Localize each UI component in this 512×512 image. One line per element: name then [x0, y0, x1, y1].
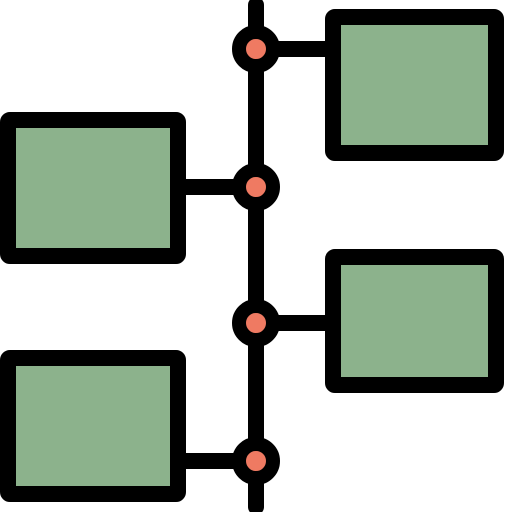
timeline-node-dot	[232, 25, 280, 73]
timeline-box-right	[325, 249, 504, 393]
timeline-node-dot	[232, 437, 280, 485]
timeline-node-dot	[232, 163, 280, 211]
timeline-box-left	[0, 350, 186, 502]
timeline-node-dot	[232, 299, 280, 347]
timeline-box-left	[0, 112, 186, 264]
timeline-box-right	[325, 9, 504, 161]
timeline-nodes	[232, 25, 280, 485]
